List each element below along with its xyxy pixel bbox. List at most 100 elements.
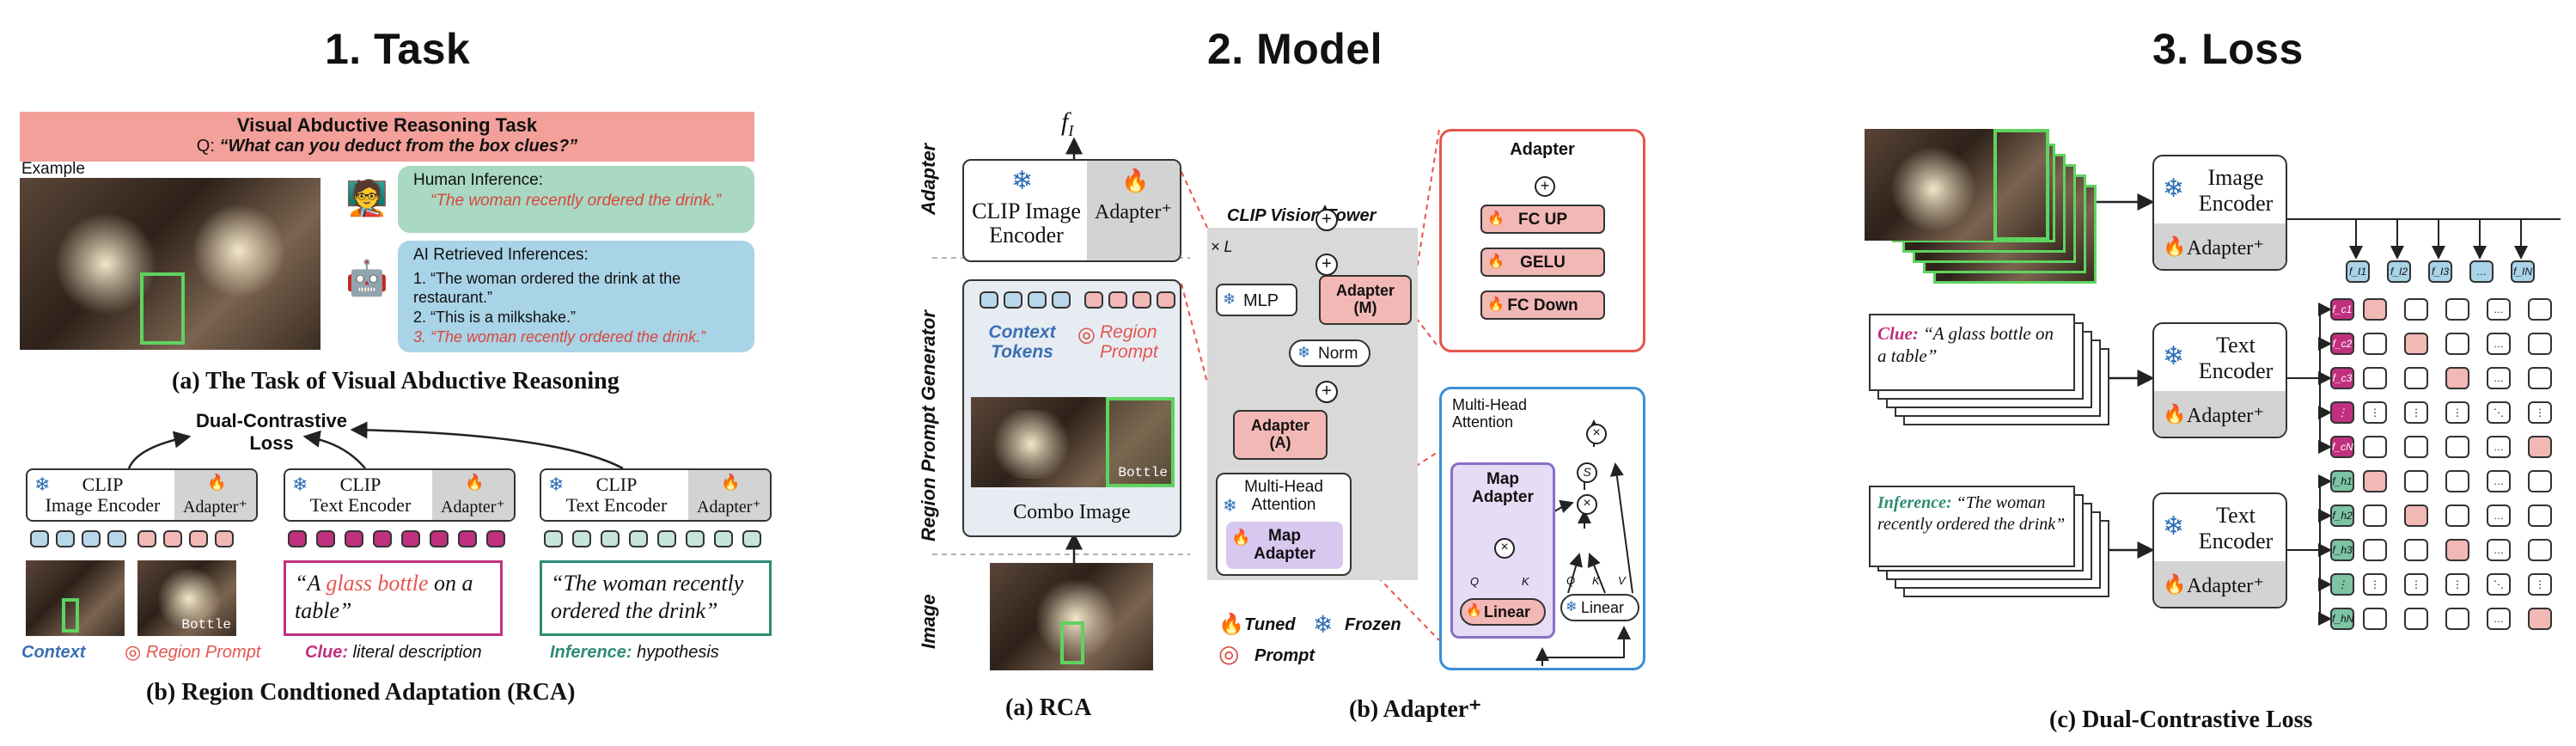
- similarity-cell: [2528, 333, 2552, 355]
- model-input-image: [990, 563, 1153, 670]
- clue-token: [458, 530, 477, 547]
- inference-token: [572, 530, 591, 547]
- similarity-cell: ⋮: [2363, 573, 2387, 596]
- target-icon: ◎: [1218, 640, 1240, 667]
- map-linear-block: 🔥 Linear: [1460, 598, 1546, 626]
- adapter-detail-title: Adapter: [1510, 140, 1575, 159]
- fc-up-block: 🔥 FC UP: [1480, 205, 1605, 234]
- text-feature: f_c3: [2330, 367, 2354, 389]
- similarity-cell: [2528, 367, 2552, 389]
- mlp-block: ❄ MLP: [1216, 284, 1297, 316]
- multiply-icon: ×: [1586, 424, 1607, 444]
- loss-inference-text: “The woman recently ordered the drink”: [1877, 493, 2066, 534]
- image-feature: f_IN: [2511, 260, 2535, 283]
- fc-down-block: 🔥 FC Down: [1480, 290, 1605, 320]
- similarity-cell: …: [2487, 367, 2511, 389]
- combo-image: Bottle: [971, 397, 1175, 487]
- similarity-cell: ⋮: [2528, 573, 2552, 596]
- similarity-cell: [2363, 436, 2387, 458]
- flame-icon: 🔥: [1487, 254, 1505, 269]
- similarity-cell: [2363, 539, 2387, 561]
- combo-bottle-label: Bottle: [1118, 465, 1168, 480]
- text-feature: ⋮: [2330, 401, 2354, 424]
- loss-text-encoder-label-2: Text Encoder: [2198, 503, 2274, 553]
- similarity-cell: …: [2487, 504, 2511, 527]
- rca-text-adapter-label: Adapter⁺: [441, 498, 505, 517]
- flame-icon: 🔥: [2163, 573, 2187, 595]
- q-label: Q: [1566, 574, 1576, 587]
- inference-token: [686, 530, 705, 547]
- region-prompt-generator: Context Tokens ◎ Region Prompt Bottle Co…: [962, 279, 1181, 537]
- similarity-cell: [2404, 333, 2428, 355]
- legend-prompt: Prompt: [1254, 646, 1315, 665]
- mha-detail: Multi-Head Attention Map Adapter × Q K 🔥…: [1439, 387, 1645, 670]
- similarity-cell: [2363, 333, 2387, 355]
- rca-text-encoder-label-2: CLIP Text Encoder: [565, 474, 668, 516]
- legend-clue: Clue:: [305, 643, 348, 662]
- similarity-cell: [2363, 470, 2387, 492]
- ai-item-1: 1. “The woman ordered the drink at the r…: [413, 270, 681, 306]
- f-i-output: fI: [1061, 107, 1074, 139]
- loss-text-encoder-clue: ❄ Text Encoder 🔥 Adapter⁺: [2152, 322, 2287, 438]
- text-feature: ⋮: [2330, 573, 2354, 596]
- human-inference-bubble: Human Inference: “The woman recently ord…: [398, 166, 754, 233]
- mlp-label: MLP: [1243, 291, 1279, 310]
- similarity-cell: ⋮: [2445, 573, 2469, 596]
- loss-inference-prefix: Inference:: [1877, 493, 1952, 512]
- similarity-cell: …: [2487, 608, 2511, 630]
- inference-token: [544, 530, 563, 547]
- clue-token: [401, 530, 420, 547]
- flame-icon: 🔥: [465, 474, 485, 491]
- loss-text-adapter-label: Adapter⁺: [2187, 405, 2264, 427]
- text-feature: f_cN: [2330, 436, 2354, 458]
- similarity-cell: ⋮: [2404, 573, 2428, 596]
- rca-text-adapter-label-2: Adapter⁺: [697, 498, 761, 517]
- times-l-label: × L: [1211, 238, 1233, 255]
- similarity-cell: [2445, 298, 2469, 321]
- caption-task-b: (b) Region Condtioned Adaptation (RCA): [146, 679, 576, 706]
- snowflake-icon: ❄: [2163, 342, 2185, 370]
- similarity-cell: [2404, 504, 2428, 527]
- text-feature: f_hN: [2330, 608, 2354, 630]
- flame-icon: 🔥: [1218, 613, 1244, 636]
- target-icon: ◎: [1077, 323, 1096, 346]
- adapter-detail: Adapter + 🔥 FC UP 🔥 GELU 🔥 FC Down: [1439, 129, 1645, 352]
- clue-token: [486, 530, 505, 547]
- caption-loss-c: (c) Dual-Contrastive Loss: [2049, 706, 2313, 733]
- robot-emoji-icon: 🤖: [345, 260, 388, 297]
- similarity-cell: [2445, 436, 2469, 458]
- text-feature: f_h1: [2330, 470, 2354, 492]
- rca-context-image: [26, 560, 125, 636]
- rca-text-encoder-clue: ❄ CLIP Text Encoder 🔥 Adapter⁺: [284, 468, 516, 522]
- rca-text-encoder-label: CLIP Text Encoder: [309, 474, 412, 516]
- ai-inference-title: AI Retrieved Inferences:: [413, 246, 589, 264]
- map-adapter-block: 🔥 Map Adapter: [1226, 522, 1343, 569]
- task-header: Visual Abductive Reasoning Task: [236, 114, 538, 136]
- ai-item-3: 3. “The woman recently ordered the drink…: [413, 328, 706, 345]
- model-section-title: 2. Model: [1207, 25, 1383, 73]
- text-feature: f_h3: [2330, 539, 2354, 561]
- image-stack-top: [1865, 129, 2049, 241]
- snowflake-icon: ❄: [548, 474, 565, 495]
- target-icon: ◎: [125, 641, 142, 663]
- similarity-cell: [2528, 436, 2552, 458]
- snowflake-icon: ❄: [1566, 600, 1578, 615]
- fc-down-label: FC Down: [1507, 297, 1578, 315]
- similarity-cell: ⋮: [2445, 401, 2469, 424]
- norm-label: Norm: [1318, 345, 1358, 363]
- similarity-cell: [2445, 504, 2469, 527]
- loss-section-title: 3. Loss: [2152, 25, 2304, 73]
- similarity-cell: [2404, 436, 2428, 458]
- rca-image-encoder: ❄ CLIP Image Encoder 🔥 Adapter⁺: [26, 468, 258, 522]
- similarity-cell: [2404, 608, 2428, 630]
- flame-icon: 🔥: [1121, 168, 1150, 193]
- map-k-label: K: [1522, 575, 1529, 588]
- box-clue: [140, 272, 185, 345]
- image-feature: f_I1: [2346, 260, 2370, 283]
- clue-token: [430, 530, 449, 547]
- flame-icon: 🔥: [1466, 603, 1482, 618]
- human-inference-title: Human Inference:: [413, 171, 544, 189]
- norm-block: ❄ Norm: [1289, 339, 1370, 367]
- clue-token: [373, 530, 392, 547]
